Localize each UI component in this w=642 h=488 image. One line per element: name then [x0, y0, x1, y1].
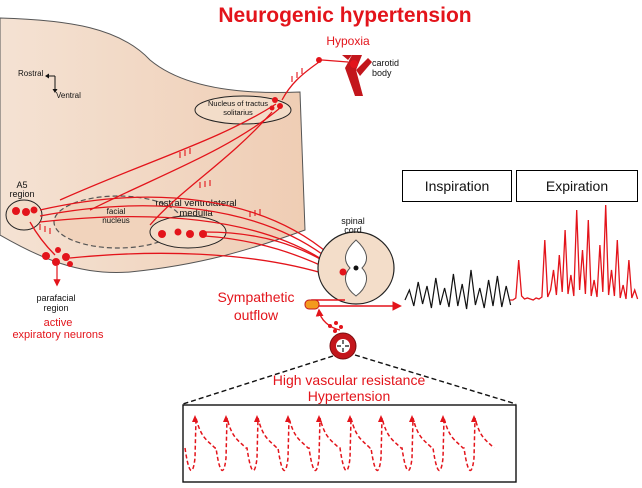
figure-title: Neurogenic hypertension [218, 4, 471, 27]
parafacial-label-line2: region [43, 303, 68, 313]
spinal-cord-label-line1: spinal [341, 216, 365, 226]
zoom-guide-lines [182, 354, 517, 405]
spinal-cord-icon [317, 231, 395, 305]
neural-pathways [29, 59, 336, 277]
nts-label-line1: Nucleus of tractus [208, 99, 268, 108]
sympathetic-activity-trace-expiration [510, 204, 639, 301]
a5-label-line2: region [9, 189, 34, 199]
a5-label-line1: A5 [16, 180, 27, 190]
rvlm-neurons [158, 228, 207, 238]
parafacial-neurons [42, 247, 73, 267]
arterial-pressure-box [182, 404, 517, 483]
a5-neurons [12, 206, 38, 216]
facial-nucleus-label-line2: nucleus [102, 216, 130, 225]
rvlm-label-line2: medulla [179, 208, 213, 219]
hypertension-label: Hypertension [308, 388, 391, 404]
ventral-label: Ventral [56, 91, 81, 100]
hypoxia-label: Hypoxia [326, 34, 370, 48]
expiration-phase-box: Expiration [516, 170, 638, 202]
carotid-body-label-line1: carotid [372, 58, 399, 68]
carotid-body-label-line2: body [372, 68, 392, 78]
sympathetic-ganglion-icon [304, 299, 320, 310]
blood-vessel-icon [329, 332, 357, 360]
pressure-peak-arrows [192, 415, 477, 422]
parafacial-label-line1: parafacial [36, 293, 75, 303]
facial-nucleus-label-line1: facial [107, 207, 126, 216]
vascular-resistance-label: High vascular resistance [273, 372, 426, 388]
efferent-to-vessel [315, 308, 341, 331]
sympathetic-outflow-label-line2: outflow [234, 307, 279, 323]
active-expiratory-label-line1: active [44, 317, 73, 329]
nts-label-line2: solitarius [223, 108, 253, 117]
orientation-compass-icon [45, 73, 58, 93]
active-expiratory-label-line2: expiratory neurons [12, 329, 104, 341]
carotid-body-icon [316, 55, 372, 96]
synaptic-ticks [39, 68, 303, 234]
sympathetic-activity-trace-inspiration [404, 269, 512, 310]
spinal-cord-label-line2: cord [344, 225, 362, 235]
sympathetic-outflow-label-line1: Sympathetic [217, 289, 294, 305]
rvlm-label-line1: rostral ventrolateral [155, 198, 236, 209]
inspiration-phase-box: Inspiration [402, 170, 512, 202]
rostral-label: Rostral [18, 69, 44, 78]
vessel-neurons [328, 321, 343, 333]
